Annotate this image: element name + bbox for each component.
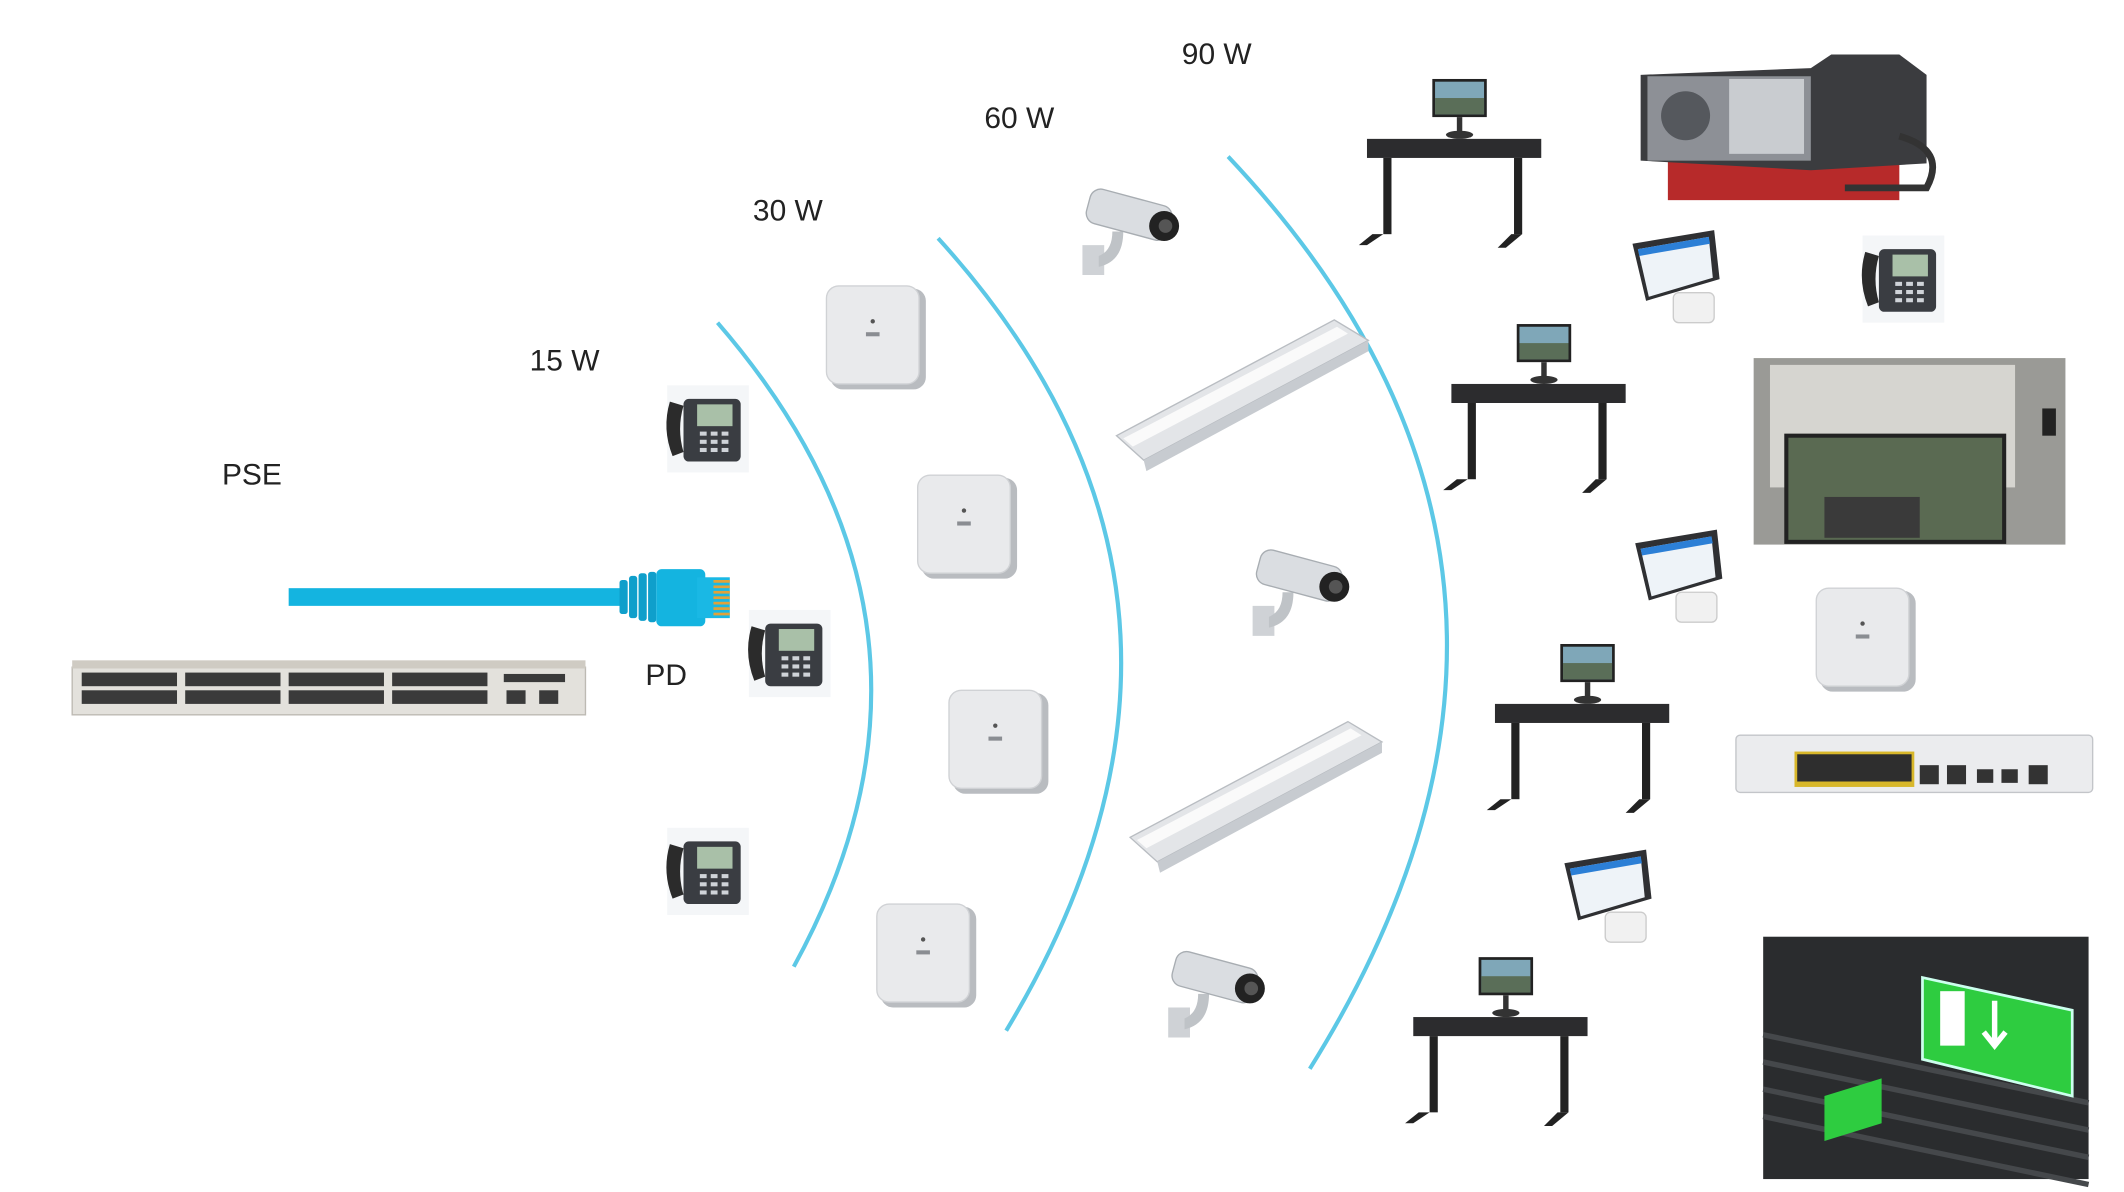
arc-60w (1226, 155, 1449, 1070)
ip-phone-icon (748, 609, 831, 698)
compact-switch-icon (1735, 734, 2094, 794)
ip-phone-icon (666, 385, 749, 473)
access-point-icon (1815, 587, 1917, 693)
access-point-icon (916, 474, 1018, 580)
building-controller-icon (1640, 54, 1937, 201)
access-point-icon (948, 689, 1050, 795)
security-camera-icon (1081, 186, 1180, 276)
pos-terminal-icon (1631, 229, 1721, 324)
access-point-icon (825, 285, 927, 391)
ethernet-cable (288, 569, 730, 627)
pse-switch (71, 660, 587, 716)
power-label-15w: 15 W (530, 344, 601, 377)
led-light-panel-icon (1129, 720, 1383, 874)
room-blinds-photo (1753, 358, 2066, 545)
arc-15w (715, 321, 874, 968)
pd-label: PD (645, 659, 687, 692)
ip-phone-icon (1861, 235, 1945, 323)
access-point-icon (876, 903, 977, 1009)
power-label-90w: 90 W (1182, 38, 1253, 71)
desk-monitor-icon (1358, 78, 1542, 248)
desk-monitor-icon (1443, 324, 1626, 493)
power-label-60w: 60 W (984, 102, 1055, 135)
exit-sign-photo (1762, 936, 2090, 1188)
arc-30w (936, 236, 1124, 1032)
pos-terminal-icon (1634, 528, 1724, 623)
pse-label: PSE (222, 459, 282, 492)
power-label-30w: 30 W (753, 195, 824, 228)
desk-monitor-icon (1486, 643, 1670, 813)
led-light-panel-icon (1115, 319, 1370, 472)
pos-terminal-icon (1563, 848, 1653, 943)
desk-monitor-icon (1405, 957, 1588, 1126)
security-camera-icon (1167, 948, 1266, 1039)
ip-phone-icon (666, 827, 749, 915)
security-camera-icon (1251, 546, 1350, 637)
